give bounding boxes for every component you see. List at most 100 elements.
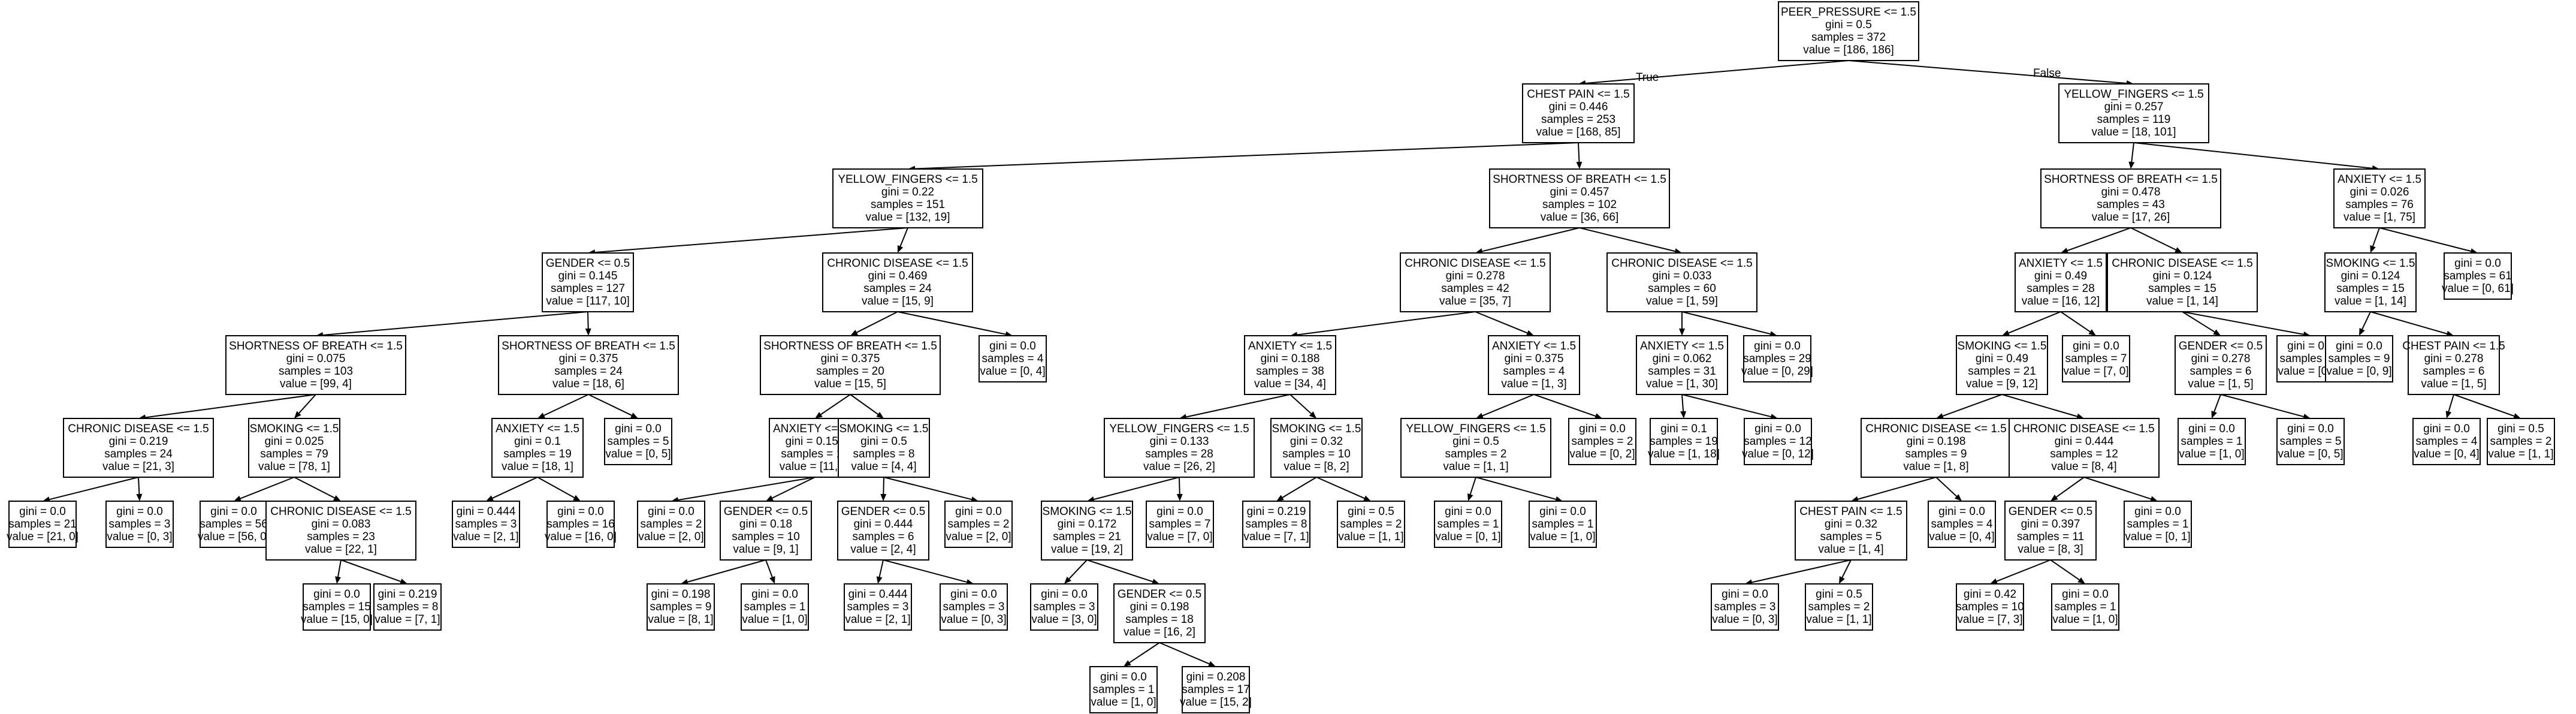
- edge-line: [687, 559, 766, 583]
- arrowhead: [850, 330, 858, 336]
- node-text-line: samples = 4: [1503, 365, 1565, 378]
- edge-line: [1751, 559, 1852, 583]
- node-text-line: gini = 0.075: [286, 353, 346, 365]
- node-text-line: samples = 29: [1743, 353, 1811, 365]
- node-text-line: value = [15, 2]: [1180, 696, 1252, 709]
- node-text-line: YELLOW_FINGERS <= 1.5: [838, 173, 977, 186]
- node-text-line: samples = 5: [608, 435, 669, 448]
- node-text-line: samples = 372: [1811, 31, 1886, 44]
- edge-11-24: [2060, 311, 2096, 336]
- node-text-line: gini = 0.397: [2021, 518, 2080, 531]
- node-text-line: gini = 0.0: [2287, 423, 2334, 435]
- node-text-line: gini = 0.0: [116, 505, 163, 518]
- node-text-line: value = [1, 0]: [1091, 696, 1156, 709]
- node-text-line: gini = 0.025: [265, 435, 324, 448]
- node-text-line: value = [0, 4]: [2414, 448, 2479, 460]
- node-text-line: value = [16, 12]: [2022, 295, 2100, 308]
- arrowhead: [2002, 330, 2010, 336]
- node-text-line: samples = 19: [1650, 435, 1718, 448]
- edge-line: [2067, 227, 2131, 251]
- node-text-line: samples = 19: [503, 448, 572, 460]
- edge-10-21: [1679, 312, 1685, 336]
- node-text-line: value = [0, 3]: [107, 531, 172, 543]
- node-box: [832, 168, 983, 228]
- edge-17-34: [850, 394, 884, 418]
- node-text-line: value = [1, 0]: [2179, 448, 2244, 460]
- edge-9-19: [1290, 311, 1476, 338]
- node-text-line: samples = 119: [2097, 113, 2171, 126]
- edge-3-7: [588, 227, 908, 255]
- edge-34-55: [880, 477, 887, 501]
- node-text-line: samples = 7: [1149, 518, 1211, 531]
- node-text-line: gini = 0.5: [1825, 19, 1872, 31]
- arrowhead: [1839, 576, 1845, 584]
- node-text-line: samples = 10: [1282, 448, 1351, 460]
- node-text-line: gini = 0.457: [1550, 186, 1609, 198]
- node-text-line: gini = 0.188: [1261, 353, 1320, 365]
- node-text-line: gini = 0.219: [1247, 505, 1306, 518]
- node-text-line: value = [9, 1]: [733, 543, 798, 556]
- node-text-line: samples = 16: [546, 518, 615, 531]
- node-box: [1529, 501, 1597, 548]
- edge-line: [1578, 142, 1580, 162]
- node-box: [452, 501, 520, 548]
- node-text-line: samples = 56: [200, 518, 268, 531]
- node-text-line: value = [35, 7]: [1439, 295, 1511, 308]
- node-text-line: gini = 0.257: [2104, 101, 2164, 113]
- node-text-line: value = [1, 5]: [2188, 378, 2253, 390]
- node-text-line: value = [2, 0]: [946, 531, 1011, 543]
- node-text-line: samples = 2: [641, 518, 702, 531]
- edge-12-25: [2182, 311, 2221, 336]
- node-text-line: gini = 0.0: [2454, 257, 2501, 270]
- edge-57-73: [1064, 559, 1088, 584]
- node-box: [1650, 418, 1718, 465]
- node-text-line: gini = 0.0: [557, 505, 604, 518]
- node-box: [741, 583, 809, 631]
- arrowhead: [335, 576, 341, 584]
- node-text-line: value = [1, 30]: [1646, 378, 1718, 390]
- node-text-line: value = [1, 1]: [1806, 613, 1871, 626]
- arrowhead: [1467, 493, 1473, 501]
- arrowhead: [769, 576, 775, 584]
- node-text-line: samples = 4: [2416, 435, 2478, 448]
- node-text-line: samples = 1: [2055, 601, 2116, 613]
- node-text-line: gini = 0.444: [848, 588, 908, 601]
- node-text-line: gini = 0.18: [739, 518, 792, 531]
- edge-54-69: [681, 559, 766, 585]
- node-text-line: value = [0, 29]: [1741, 365, 1813, 378]
- edge-9-20: [1475, 311, 1534, 336]
- edge-23-41: [1936, 394, 2003, 419]
- node-text-line: value = [15, 9]: [862, 295, 934, 308]
- node-text-line: value = [8, 3]: [2018, 543, 2083, 556]
- edge-line: [883, 477, 972, 501]
- edge-37-62: [1475, 477, 1563, 502]
- node-box: [2276, 418, 2345, 465]
- arrowhead: [1954, 494, 1962, 501]
- node-text-line: CHRONIC DISEASE <= 1.5: [1611, 257, 1752, 270]
- node-text-line: value = [1, 0]: [742, 613, 807, 626]
- node-box: [1104, 418, 1255, 478]
- node-box: [546, 501, 615, 548]
- edge-1-4: [1576, 142, 1583, 169]
- node-text-line: samples = 23: [307, 531, 375, 543]
- edge-13-28: [2370, 311, 2454, 337]
- node-text-line: gini = 0.0: [19, 505, 66, 518]
- node-text-line: gini = 0.0: [955, 505, 1002, 518]
- node-text-line: samples = 10: [732, 531, 800, 543]
- node-text-line: GENDER <= 0.5: [2179, 340, 2263, 353]
- node-box: [2444, 252, 2512, 300]
